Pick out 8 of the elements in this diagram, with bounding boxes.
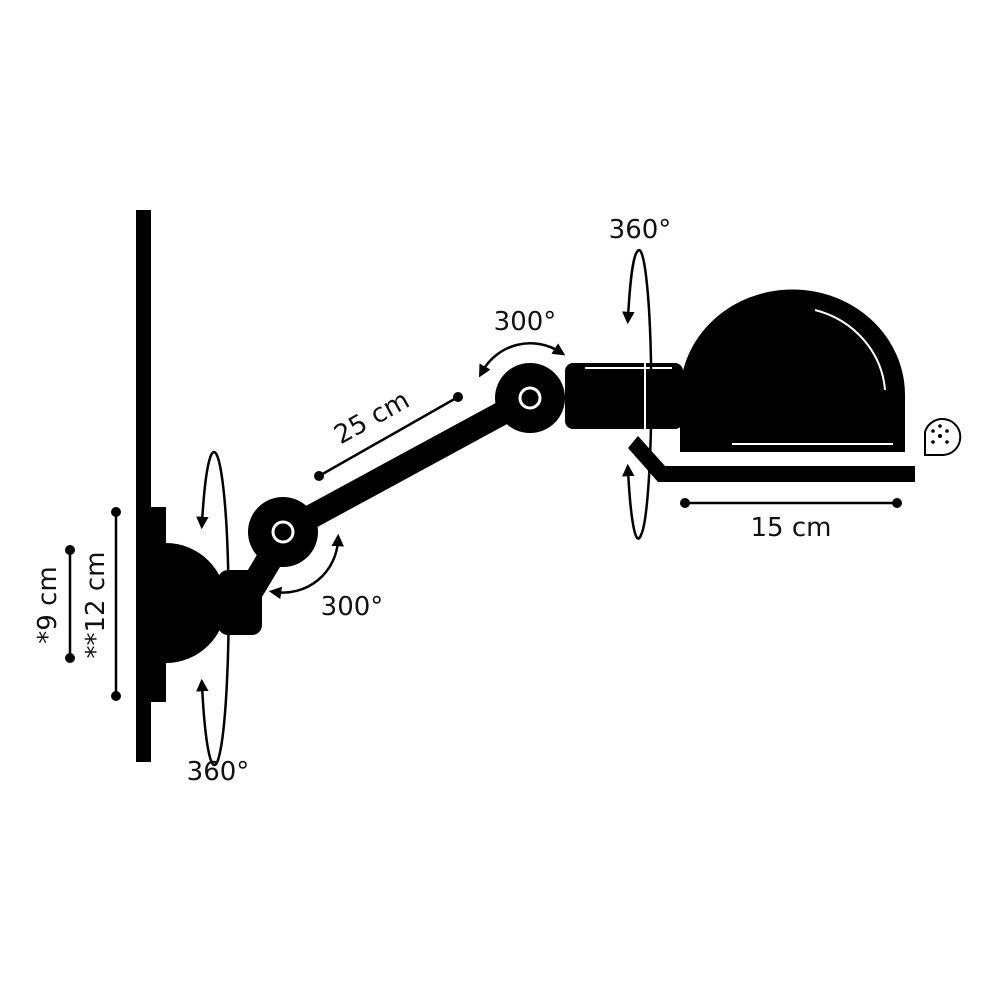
rotation-angle: 360° bbox=[186, 759, 250, 785]
rotation-angle: 360° bbox=[608, 217, 672, 243]
rotation-angle: 300° bbox=[320, 594, 384, 620]
dimension-label: 25 cm bbox=[330, 387, 414, 449]
rotation-angle: 300° bbox=[494, 309, 556, 335]
dimension-label: *9 cm bbox=[35, 566, 61, 644]
dimension-label: 15 cm bbox=[750, 515, 832, 541]
dimension-label: **12 cm bbox=[83, 552, 109, 658]
